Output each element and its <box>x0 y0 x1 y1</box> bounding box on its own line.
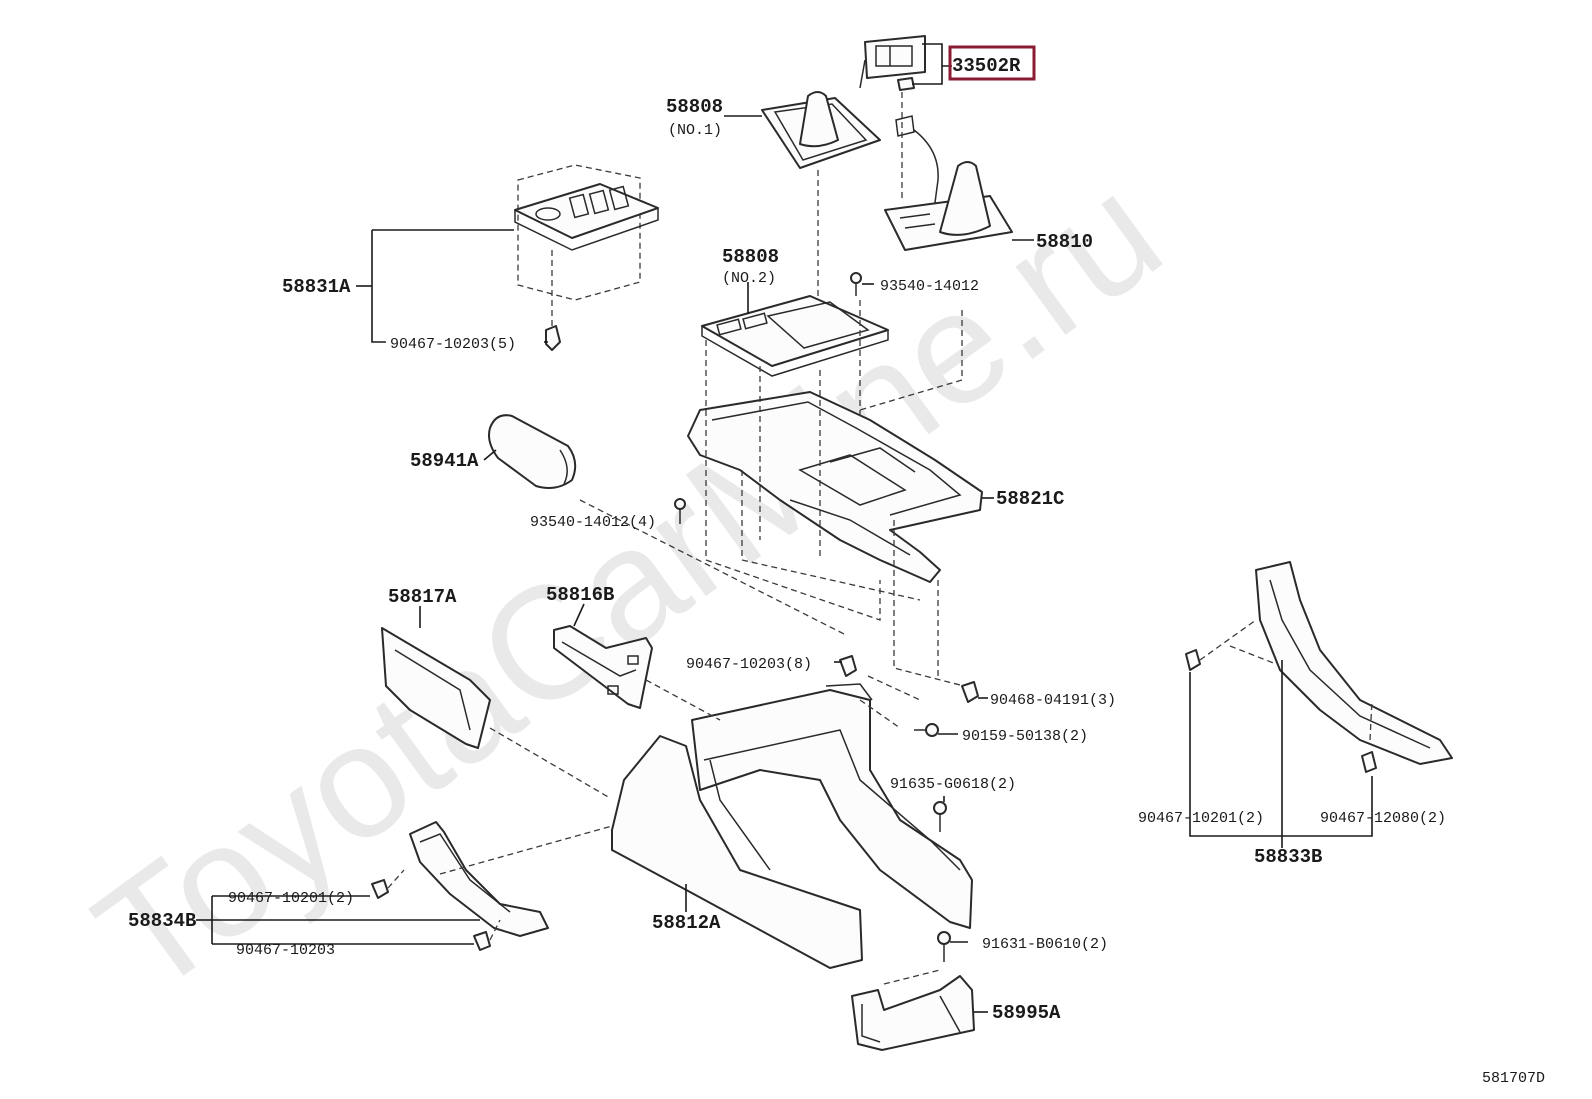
fasteners <box>371 272 1377 962</box>
part-58833B[interactable] <box>1255 561 1453 765</box>
callout-91631-B0610-2[interactable]: 91631-B0610(2) <box>982 936 1108 953</box>
callout-58941A[interactable]: 58941A <box>410 450 479 472</box>
callout-58808-no1[interactable]: 58808 <box>666 96 723 118</box>
part-33502R[interactable] <box>859 35 926 91</box>
callout-58808-no2[interactable]: 58808 <box>722 246 779 268</box>
diagram-code: 581707D <box>1482 1070 1545 1087</box>
part-58816B[interactable] <box>553 625 653 709</box>
callout-33502R[interactable]: 33502R <box>952 55 1021 77</box>
callout-90467-10201-2-left[interactable]: 90467-10201(2) <box>228 890 354 907</box>
callout-90467-10203-8[interactable]: 90467-10203(8) <box>686 656 812 673</box>
callout-58816B[interactable]: 58816B <box>546 584 614 606</box>
callout-58810[interactable]: 58810 <box>1036 231 1093 253</box>
callout-90467-10201-2-right[interactable]: 90467-10201(2) <box>1138 810 1264 827</box>
leader-lines <box>196 43 1373 1013</box>
callout-90467-12080-2[interactable]: 90467-12080(2) <box>1320 810 1446 827</box>
part-58810[interactable] <box>884 92 1013 251</box>
part-58817A[interactable] <box>381 627 491 749</box>
part-58834B[interactable] <box>409 821 549 937</box>
part-58821C[interactable] <box>687 391 983 583</box>
assembly-lines <box>387 170 1373 941</box>
callout-58808-no2-sub: (NO.2) <box>722 270 776 287</box>
callout-90468-04191-3[interactable]: 90468-04191(3) <box>990 692 1116 709</box>
callout-58833B[interactable]: 58833B <box>1254 846 1322 868</box>
callout-labels: 33502R 58808 (NO.1) 58810 58831A 90467-1… <box>128 45 1545 1087</box>
callout-90467-10203-5[interactable]: 90467-10203(5) <box>390 336 516 353</box>
callout-93540-14012[interactable]: 93540-14012 <box>880 278 979 295</box>
callout-58834B[interactable]: 58834B <box>128 910 196 932</box>
callout-90467-10203[interactable]: 90467-10203 <box>236 942 335 959</box>
part-58831A[interactable] <box>514 164 659 351</box>
part-58941A[interactable] <box>488 414 577 489</box>
callout-93540-14012-4[interactable]: 93540-14012(4) <box>530 514 656 531</box>
callout-91635-G0618-2[interactable]: 91635-G0618(2) <box>890 776 1016 793</box>
callout-58831A[interactable]: 58831A <box>282 276 351 298</box>
part-58812A[interactable] <box>611 683 973 969</box>
callout-90159-50138-2[interactable]: 90159-50138(2) <box>962 728 1088 745</box>
part-58808-no1[interactable] <box>761 91 881 169</box>
callout-58808-no1-sub: (NO.1) <box>668 122 722 139</box>
callout-58817A[interactable]: 58817A <box>388 586 457 608</box>
highlight-box <box>948 45 1036 81</box>
callout-58821C[interactable]: 58821C <box>996 488 1064 510</box>
part-58995A[interactable] <box>851 969 975 1051</box>
callout-58995A[interactable]: 58995A <box>992 1002 1061 1024</box>
callout-58812A[interactable]: 58812A <box>652 912 721 934</box>
